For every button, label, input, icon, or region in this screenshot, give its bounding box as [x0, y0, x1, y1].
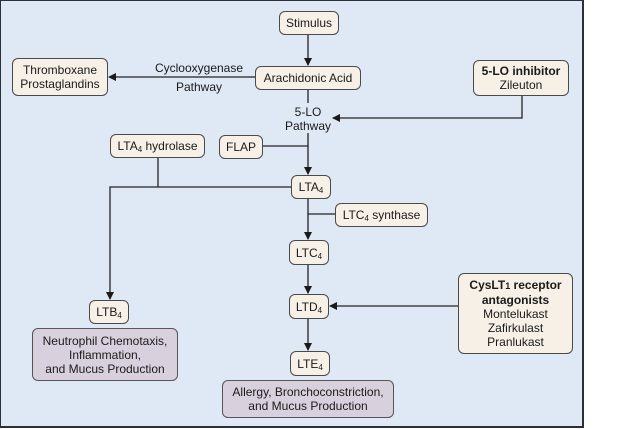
- cyslt1-title-line2: antagonists: [481, 293, 550, 307]
- zileuton-label: Zileuton: [499, 78, 543, 92]
- ltb4-label: LTB4: [96, 305, 122, 320]
- cox-pathway-label-line1: Cyclooxygenase: [154, 61, 244, 75]
- node-lta4-hydrolase: LTA4 hydrolase: [110, 134, 205, 158]
- thromboxane-label: Thromboxane: [22, 63, 98, 77]
- node-flap: FLAP: [219, 135, 263, 159]
- 5lo-inhibitor-title: 5-LO inhibitor: [481, 64, 561, 78]
- neutrophil-line2: Inflammation,: [68, 347, 142, 362]
- prostaglandins-label: Prostaglandins: [20, 77, 100, 91]
- node-thromboxane-prostaglandins: Thromboxane Prostaglandins: [12, 58, 108, 96]
- drug-zafirkulast: Zafirkulast: [487, 321, 544, 335]
- allergy-line1: Allergy, Bronchoconstriction,: [232, 385, 384, 399]
- 5lo-pathway-label-line1: 5-LO: [294, 105, 322, 119]
- cox-pathway-label-line2: Pathway: [175, 80, 223, 94]
- edge-5lo-inhibitor: [332, 95, 523, 122]
- node-ltc4: LTC4: [289, 240, 329, 265]
- node-lte4: LTE4: [290, 351, 330, 376]
- node-ltd4: LTD4: [289, 294, 329, 319]
- cyslt1-title: CysLT1 receptor: [469, 278, 562, 292]
- node-arachidonic-acid: Arachidonic Acid: [255, 66, 361, 90]
- node-ltc4-synthase: LTC4 synthase: [335, 203, 428, 227]
- node-allergy-effects: Allergy, Bronchoconstriction, and Mucus …: [222, 380, 394, 418]
- node-5lo-inhibitor: 5-LO inhibitor Zileuton: [473, 60, 569, 96]
- ltd4-label: LTD4: [295, 299, 323, 315]
- flap-label: FLAP: [225, 140, 256, 154]
- neutrophil-line3: and Mucus Production: [45, 361, 165, 376]
- node-arachidonic-acid-label: Arachidonic Acid: [263, 71, 353, 85]
- lta4-hydrolase-label: LTA4 hydrolase: [117, 139, 198, 154]
- node-stimulus-label: Stimulus: [285, 16, 332, 30]
- node-neutrophil-effects: Neutrophil Chemotaxis, Inflammation, and…: [32, 328, 178, 381]
- neutrophil-line1: Neutrophil Chemotaxis,: [42, 333, 168, 348]
- allergy-line2: and Mucus Production: [248, 399, 368, 413]
- edge-lta4-to-ltb4: [106, 186, 291, 300]
- node-ltb4: LTB4: [89, 300, 129, 324]
- lta4-label: LTA4: [298, 180, 324, 195]
- drug-montelukast: Montelukast: [483, 307, 548, 321]
- node-stimulus: Stimulus: [279, 11, 339, 35]
- drug-pranlukast: Pranlukast: [487, 335, 544, 349]
- lte4-label: LTE4: [297, 356, 323, 372]
- ltc4-synthase-label: LTC4 synthase: [342, 208, 421, 223]
- node-lta4: LTA4: [291, 175, 331, 199]
- ltc4-label: LTC4: [295, 245, 323, 261]
- 5lo-pathway-label-line2: Pathway: [284, 119, 332, 133]
- node-cyslt1-antagonists: CysLT1 receptor antagonists Montelukast …: [458, 273, 573, 354]
